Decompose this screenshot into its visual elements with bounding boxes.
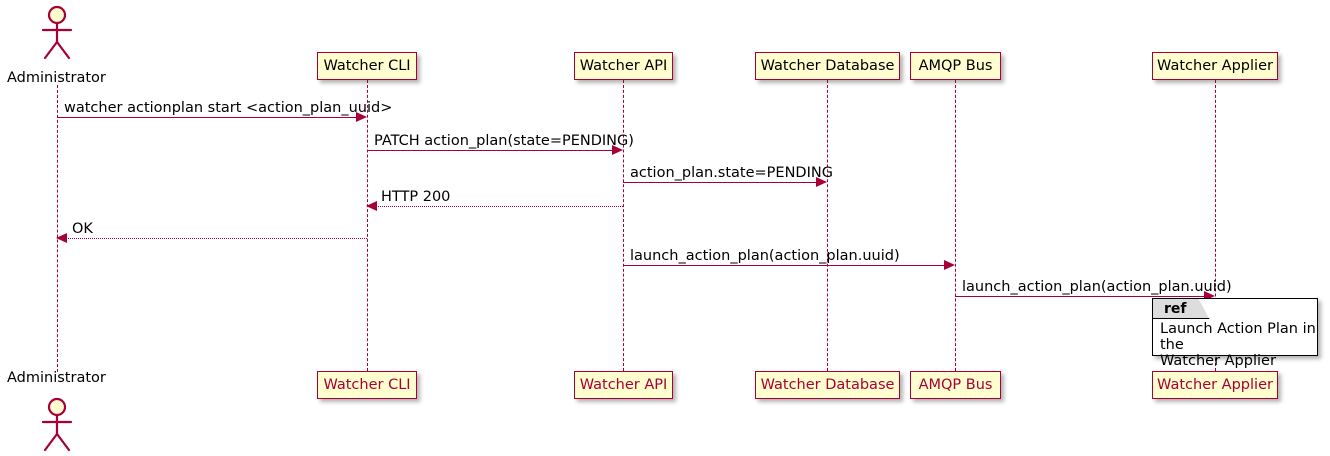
participant-label: Watcher Applier xyxy=(1157,376,1273,393)
participant-watcher-database-bottom[interactable]: Watcher Database xyxy=(755,371,900,399)
participant-label: Watcher Database xyxy=(760,376,895,393)
arrowhead-right-icon xyxy=(1204,290,1215,301)
participant-label: Watcher Applier xyxy=(1157,57,1273,74)
message-line-launch-action-plan-bus xyxy=(955,296,1205,297)
arrowhead-right-icon xyxy=(816,176,827,187)
message-label-ok: OK xyxy=(72,221,93,237)
participant-label: AMQP Bus xyxy=(918,57,993,74)
participant-watcher-cli-bottom[interactable]: Watcher CLI xyxy=(317,371,417,399)
actor-administrator-bottom-label: Administrator xyxy=(7,370,106,386)
participant-watcher-applier-top[interactable]: Watcher Applier xyxy=(1152,52,1278,80)
message-line-ok xyxy=(65,238,367,239)
actor-administrator-top-icon xyxy=(35,4,79,60)
participant-watcher-cli-top[interactable]: Watcher CLI xyxy=(317,52,417,80)
arrowhead-right-icon xyxy=(356,111,367,122)
participant-watcher-applier-bottom[interactable]: Watcher Applier xyxy=(1152,371,1278,399)
arrowhead-left-icon xyxy=(56,232,67,243)
lifeline-watcher-api xyxy=(623,80,624,371)
participant-amqp-bus-top[interactable]: AMQP Bus xyxy=(910,52,1001,80)
message-line-launch-action-plan-api xyxy=(623,265,945,266)
participant-label: Watcher CLI xyxy=(323,376,411,393)
ref-fragment-body: Launch Action Plan in the Watcher Applie… xyxy=(1160,321,1316,369)
participant-watcher-api-bottom[interactable]: Watcher API xyxy=(574,371,673,399)
message-line-patch-action-plan xyxy=(367,150,613,151)
participant-amqp-bus-bottom[interactable]: AMQP Bus xyxy=(910,371,1001,399)
participant-label: Watcher API xyxy=(579,376,668,393)
message-label-action-plan-state-pending: action_plan.state=PENDING xyxy=(630,165,833,181)
lifeline-administrator xyxy=(57,85,58,372)
participant-watcher-api-top[interactable]: Watcher API xyxy=(574,52,673,80)
message-label-launch-action-plan-api: launch_action_plan(action_plan.uuid) xyxy=(630,248,900,264)
message-line-watcher-actionplan-start xyxy=(57,117,357,118)
message-label-http-200: HTTP 200 xyxy=(381,189,451,205)
message-label-watcher-actionplan-start: watcher actionplan start <action_plan_uu… xyxy=(64,100,393,116)
message-label-launch-action-plan-bus: launch_action_plan(action_plan.uuid) xyxy=(962,279,1232,295)
actor-administrator-top-label: Administrator xyxy=(7,70,106,86)
message-line-http-200 xyxy=(374,206,623,207)
arrowhead-right-icon xyxy=(612,144,623,155)
arrowhead-left-icon xyxy=(366,200,377,211)
participant-label: Watcher Database xyxy=(760,57,895,74)
actor-administrator-bottom-icon xyxy=(35,396,79,452)
message-line-action-plan-state-pending xyxy=(623,182,817,183)
arrowhead-right-icon xyxy=(944,259,955,270)
participant-label: Watcher CLI xyxy=(323,57,411,74)
lifeline-watcher-applier xyxy=(1215,80,1216,371)
participant-label: Watcher API xyxy=(579,57,668,74)
participant-label: AMQP Bus xyxy=(918,376,993,393)
lifeline-watcher-cli xyxy=(367,80,368,371)
lifeline-amqp-bus xyxy=(955,80,956,371)
participant-watcher-database-top[interactable]: Watcher Database xyxy=(755,52,900,80)
lifeline-watcher-database xyxy=(827,80,828,371)
message-label-patch-action-plan: PATCH action_plan(state=PENDING) xyxy=(374,133,634,149)
ref-fragment-tab: ref xyxy=(1153,299,1210,319)
ref-fragment[interactable]: ref Launch Action Plan in the Watcher Ap… xyxy=(1152,298,1318,369)
